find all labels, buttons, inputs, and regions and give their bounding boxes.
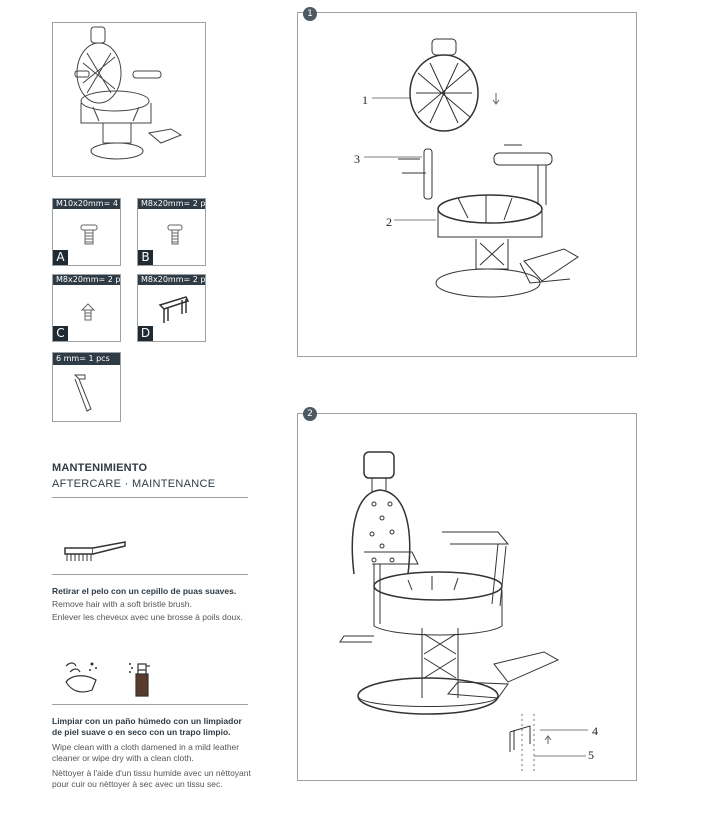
step-1-callout-1: 1 — [362, 93, 368, 107]
part-box-allen-key: 6 mm= 1 pcs — [52, 352, 121, 422]
part-b-spec: M8x20mm= 2 pc — [138, 199, 210, 209]
chair-assembled-diagram — [339, 451, 560, 774]
divider — [52, 497, 248, 498]
wipe-text-fr: Nèttoyer à l'aide d'un tissu humide avec… — [52, 768, 251, 789]
screw-a-icon — [80, 224, 98, 245]
brush-text-fr: Enlever les cheveux avec une brosse à po… — [52, 612, 243, 622]
maintenance-subtitle: AFTERCARE · MAINTENANCE — [52, 478, 216, 490]
step-2-panel: 4 5 — [297, 413, 637, 781]
cloth-wipe-icon — [65, 662, 97, 693]
wipe-text-es: Limpiar con un paño húmedo con un limpia… — [52, 716, 242, 737]
maintenance-title: MANTENIMIENTO — [52, 462, 148, 474]
allen-key-spec: 6 mm= 1 pcs — [53, 353, 120, 365]
part-d-spec: M8x20mm= 2 pc — [138, 275, 210, 285]
part-c-spec: M8x20mm= 2 pc — [53, 275, 125, 285]
bracket-d-icon — [158, 296, 190, 323]
overview-chair-panel — [52, 22, 206, 177]
part-c-tag: C — [53, 326, 68, 341]
screw-c-icon — [80, 303, 96, 321]
step-2-callout-5: 5 — [588, 748, 594, 762]
screw-b-icon — [167, 224, 183, 245]
part-a-spec: M10x20mm= 4 pc — [53, 199, 130, 209]
part-box-d: M8x20mm= 2 pc D — [137, 274, 210, 342]
chair-exploded-diagram — [398, 38, 579, 298]
part-d-tag: D — [138, 326, 153, 341]
step-2-callout-4: 4 — [592, 724, 598, 738]
part-box-a: M10x20mm= 4 pc A — [52, 198, 130, 266]
part-box-c: M8x20mm= 2 pc C — [52, 274, 125, 342]
wipe-text-en: Wipe clean with a cloth damened in a mil… — [52, 742, 240, 763]
part-a-tag: A — [53, 250, 68, 265]
divider — [52, 574, 248, 575]
allen-key-icon — [73, 374, 92, 412]
divider — [52, 704, 248, 705]
step-1-callout-3: 3 — [354, 152, 360, 166]
brush-icon — [64, 541, 126, 561]
step-2-badge: 2 — [303, 407, 317, 421]
barber-chair-icon — [74, 26, 183, 160]
part-box-b: M8x20mm= 2 pc B — [137, 198, 210, 266]
spray-bottle-icon — [129, 663, 150, 697]
step-1-badge: 1 — [303, 7, 317, 21]
step-1-callout-2: 2 — [386, 215, 392, 229]
brush-text-en: Remove hair with a soft bristle brush. — [52, 599, 192, 609]
part-b-tag: B — [138, 250, 153, 265]
brush-text-es: Retirar el pelo con un cepillo de puas s… — [52, 586, 237, 596]
step-1-panel: 1 3 2 — [297, 12, 637, 357]
